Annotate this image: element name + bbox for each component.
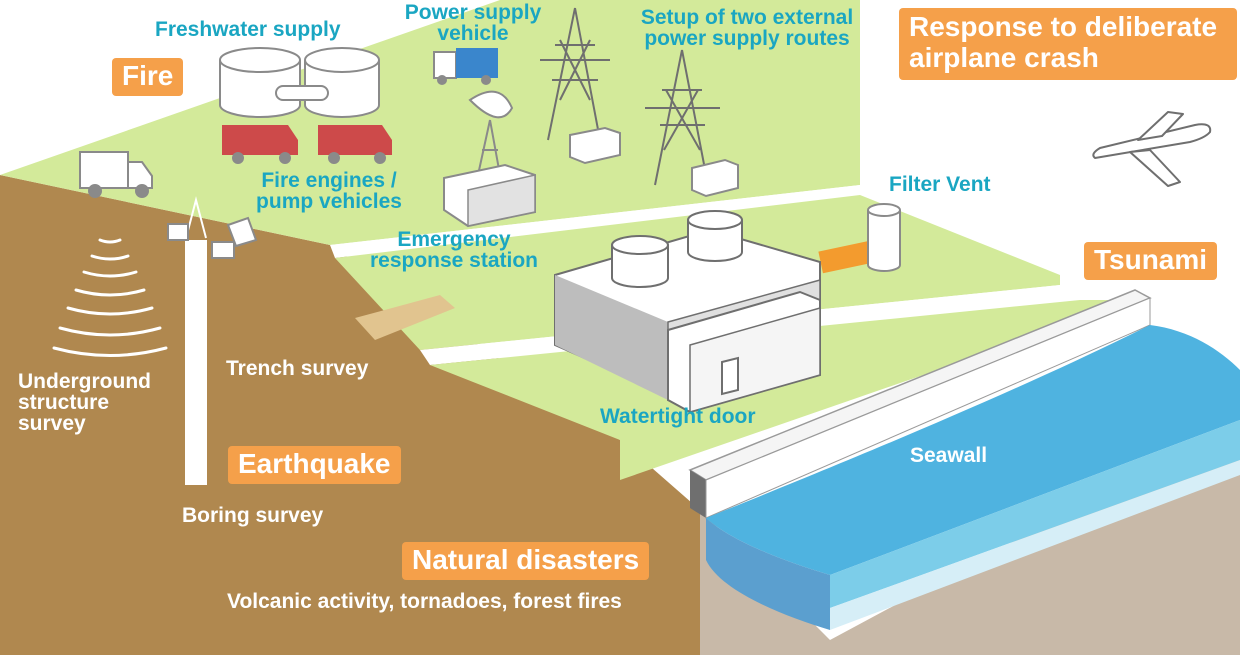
fire-engines (222, 125, 392, 164)
sea-surface (706, 325, 1240, 575)
reactor-building (554, 210, 821, 414)
bedrock-under-sea (700, 420, 1240, 655)
seawall-face (690, 470, 706, 518)
lower-terrace (430, 300, 1140, 480)
earthquake-badge: Earthquake (228, 446, 401, 484)
external-power-routes-label: Setup of two external power supply route… (640, 6, 854, 50)
power-supply-vehicle-icon (433, 48, 498, 85)
freshwater-tanks (219, 47, 380, 118)
emergency-response-station-label: Emergency response station (369, 228, 539, 272)
terrace-edge (330, 185, 860, 258)
boring-drill (185, 196, 207, 239)
satellite-dish-icon (468, 90, 514, 176)
power-tower-icon (540, 7, 720, 186)
sea-depth (706, 518, 830, 630)
emergency-response-station-icon (443, 163, 536, 228)
natural-disasters-badge: Natural disasters (402, 542, 650, 580)
power-boxes (569, 126, 739, 198)
white-van (79, 151, 153, 198)
freshwater-supply-label: Freshwater supply (155, 18, 341, 41)
underground-structure-survey-label: Underground structure survey (18, 370, 151, 435)
tsunami-badge: Tsunami (1084, 242, 1218, 280)
ground-cross-section (0, 175, 700, 655)
boring-survey-pipe (185, 240, 207, 485)
small-equipment (167, 216, 258, 259)
seawall-label: Seawall (910, 444, 988, 467)
filter-vent-icon (867, 203, 901, 272)
trench-survey-label: Trench survey (226, 357, 369, 380)
sea-front-band (830, 420, 1240, 608)
power-supply-vehicle-label: Power supply vehicle (404, 1, 542, 45)
fire-badge: Fire (112, 58, 184, 96)
watertight-door-label: Watertight door (600, 405, 756, 428)
filter-vent-label: Filter Vent (889, 173, 991, 196)
watertight-door-icon (721, 356, 739, 396)
upper-terrace (0, 0, 860, 245)
airplane-crash-badge: Response to deliberate airplane crash (899, 8, 1237, 80)
boring-survey-label: Boring survey (182, 504, 324, 527)
sea-front-light (830, 460, 1240, 630)
airplane-icon (1092, 111, 1212, 187)
natural-disasters-examples-label: Volcanic activity, tornadoes, forest fir… (227, 590, 622, 613)
trench (355, 295, 455, 340)
underground-sound-waves (52, 238, 168, 357)
fire-engines-label: Fire engines / pump vehicles (256, 169, 402, 213)
